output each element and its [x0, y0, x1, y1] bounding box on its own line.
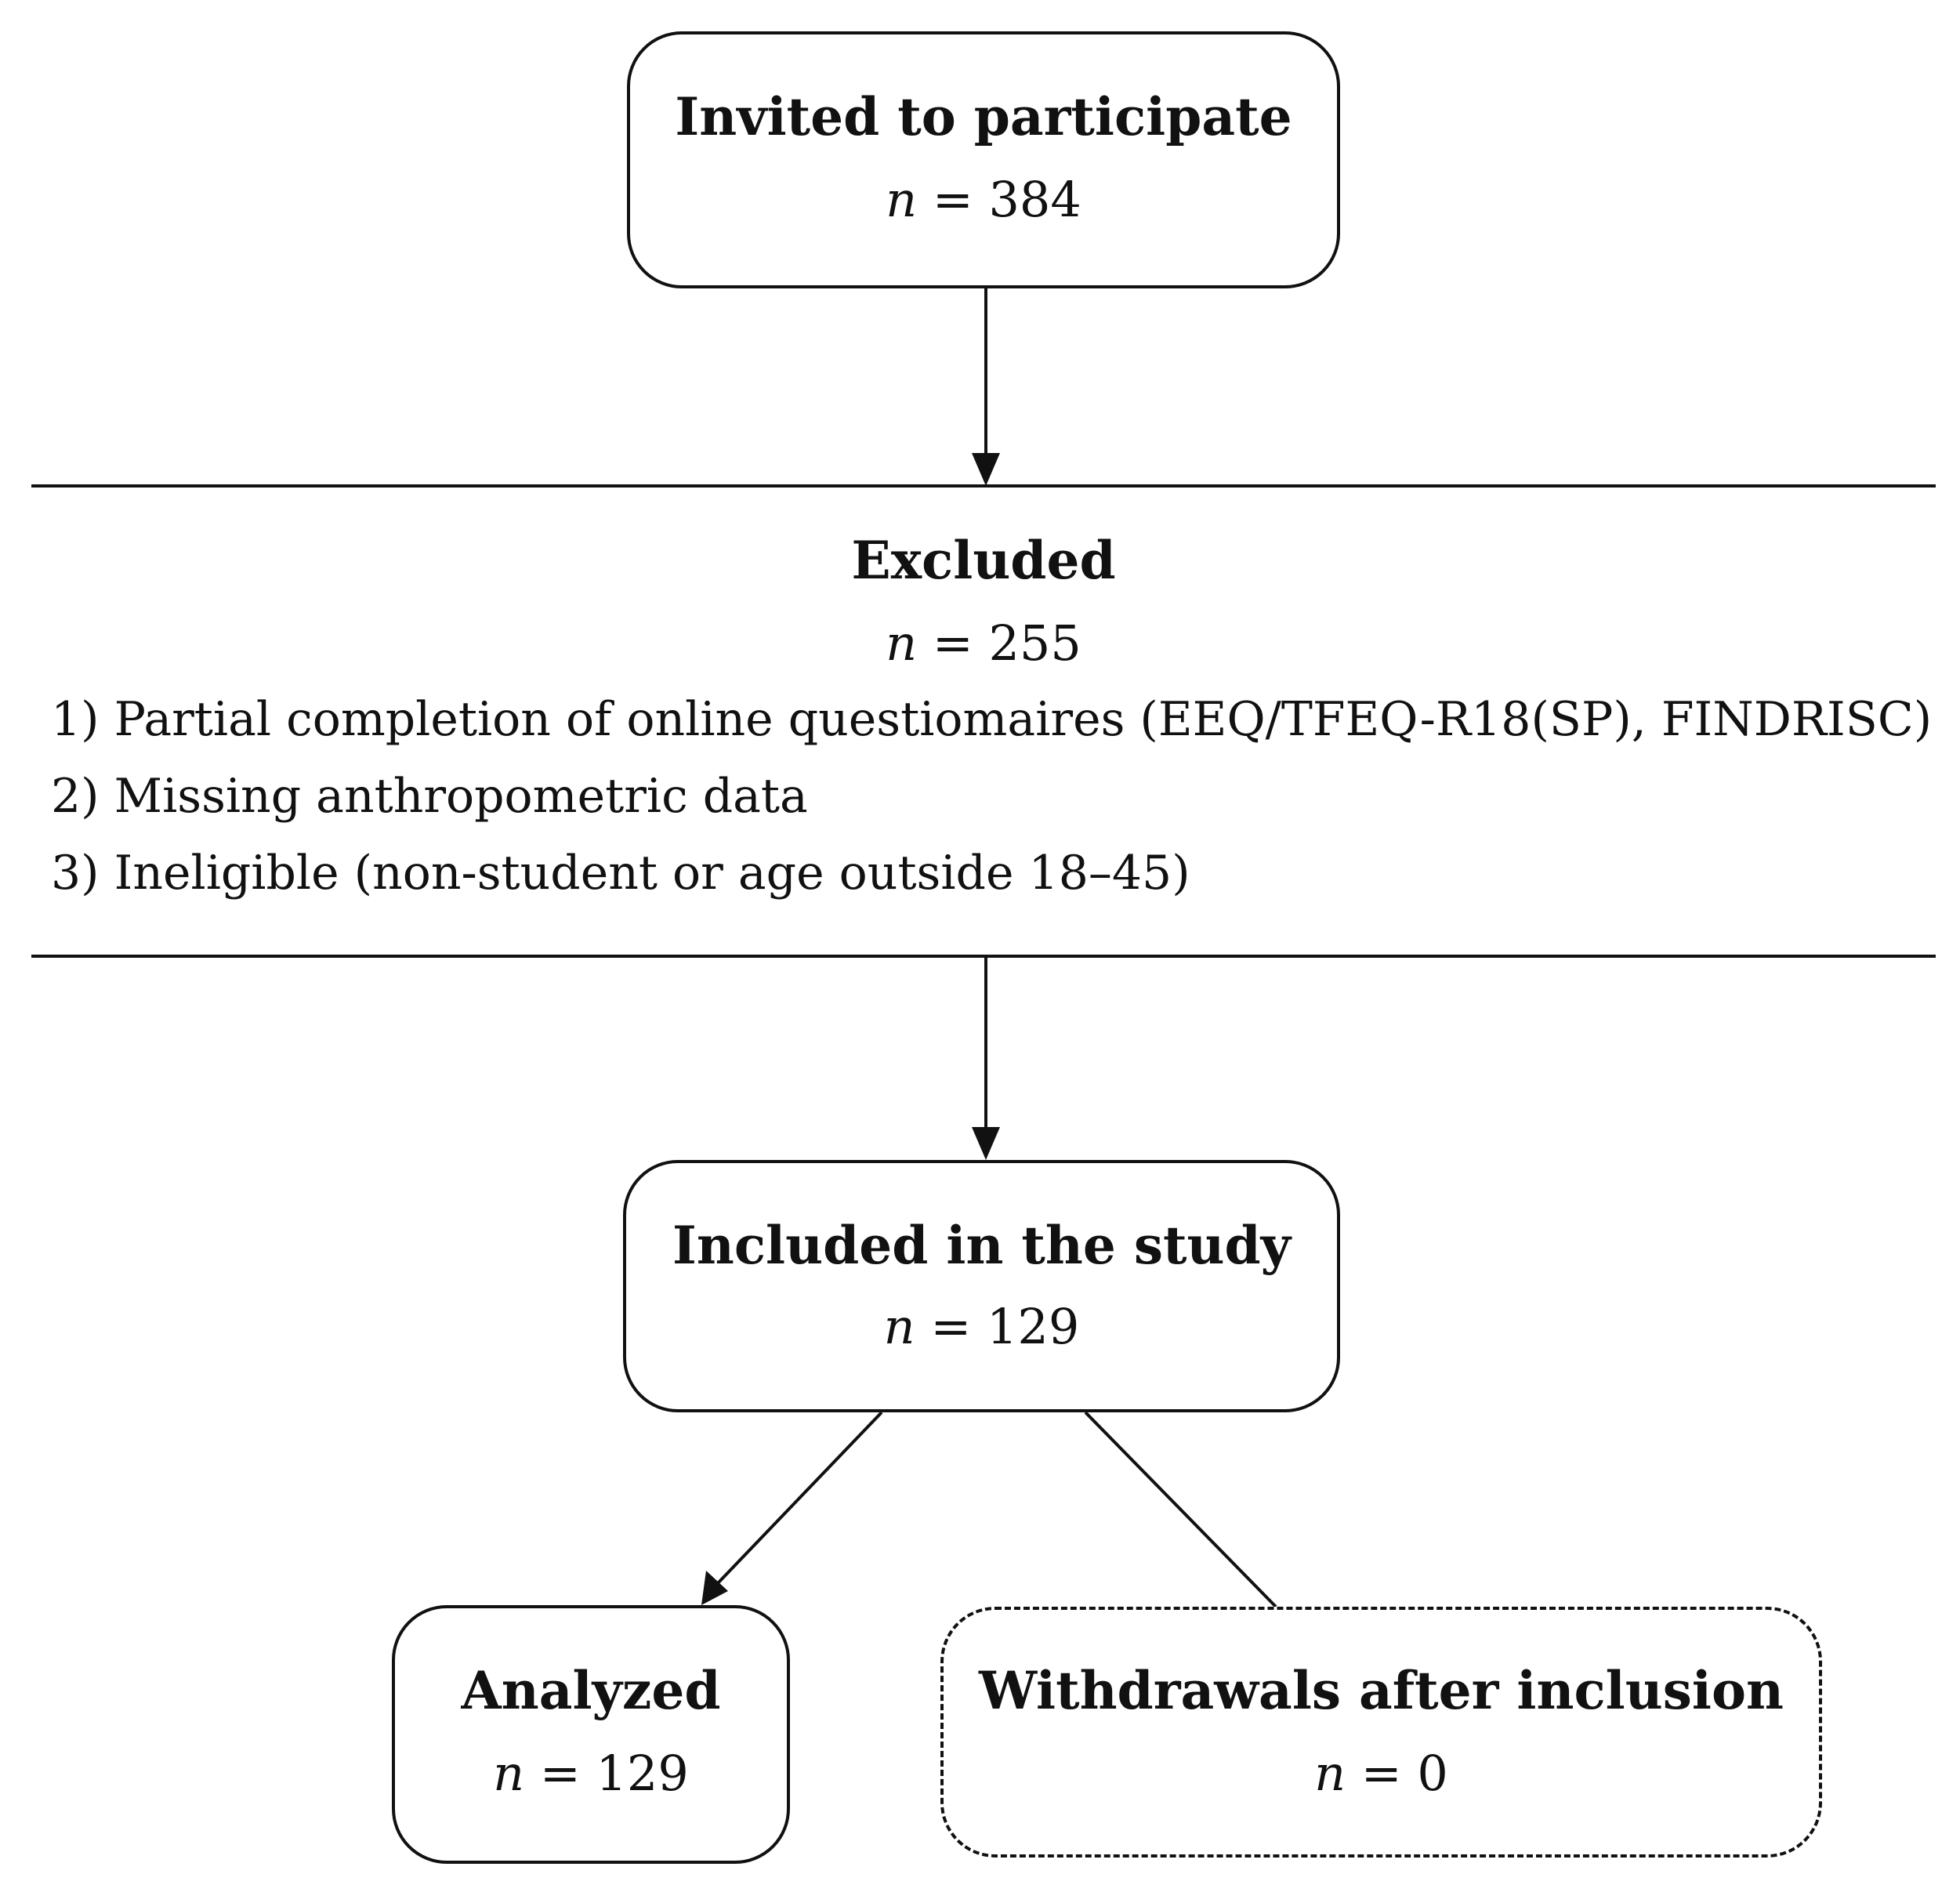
analyzed-count: n = 129 — [395, 1749, 787, 1798]
invited-count-value: = 384 — [932, 171, 1081, 228]
invited-count: n = 384 — [630, 176, 1337, 224]
arrowhead-excluded-to-included — [972, 1127, 1000, 1160]
withdrawals-count: n = 0 — [944, 1749, 1819, 1798]
withdrawals-node: Withdrawals after inclusion n = 0 — [940, 1607, 1822, 1858]
withdrawals-title: Withdrawals after inclusion — [979, 1660, 1784, 1721]
withdrawals-count-var: n — [1314, 1745, 1346, 1802]
exclusion-reason-2: 2) Missing anthropometric data — [51, 769, 808, 824]
invited-node: Invited to participate n = 384 — [627, 31, 1340, 288]
exclusion-reason-1: 1) Partial completion of online questiom… — [51, 692, 1933, 747]
excluded-count-value: = 255 — [932, 614, 1081, 672]
included-node: Included in the study n = 129 — [623, 1160, 1340, 1412]
arrowhead-included-to-analyzed — [701, 1571, 728, 1605]
arrow-included-to-analyzed — [716, 1411, 883, 1586]
excluded-count: n = 255 — [31, 619, 1936, 668]
invited-title: Invited to participate — [675, 86, 1292, 147]
invited-count-var: n — [886, 171, 918, 228]
included-title: Included in the study — [672, 1215, 1291, 1276]
analyzed-count-value: = 129 — [539, 1745, 689, 1802]
excluded-title: Excluded — [851, 530, 1116, 591]
analyzed-count-var: n — [493, 1745, 525, 1802]
analyzed-node: Analyzed n = 129 — [392, 1605, 790, 1864]
included-count-var: n — [883, 1298, 915, 1355]
line-included-to-withdrawals — [1084, 1411, 1277, 1608]
included-count: n = 129 — [626, 1303, 1337, 1351]
included-count-value: = 129 — [930, 1298, 1080, 1355]
excluded-section: Excluded n = 255 1) Partial completion o… — [31, 486, 1936, 956]
withdrawals-count-value: = 0 — [1360, 1745, 1448, 1802]
analyzed-title: Analyzed — [461, 1660, 721, 1721]
arrowhead-invited-to-excluded — [972, 453, 1000, 486]
exclusion-reason-3: 3) Ineligible (non-student or age outsid… — [51, 846, 1190, 901]
excluded-count-var: n — [886, 614, 918, 672]
